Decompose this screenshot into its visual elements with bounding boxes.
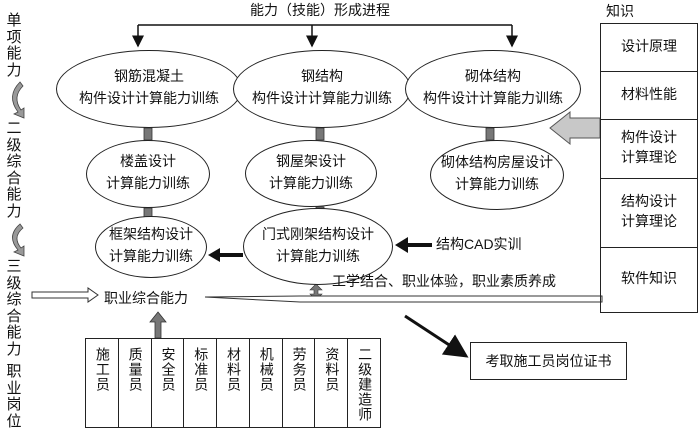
knowledge-item: 软件知识 (621, 271, 677, 288)
career-label: 职业综合能力 (104, 291, 188, 307)
knowledge-arrow (549, 110, 601, 146)
job-cell: 机械员 (250, 339, 283, 427)
certificate-arrow (404, 314, 469, 358)
jobs-table: 施工员 质量员 安全员 标准员 材料员 机械员 劳务员 资料员 二级建造师 (85, 338, 381, 428)
ellipse-frame: 框架结构设计计算能力训练 (95, 216, 207, 278)
job-cell: 二级建造师 (356, 347, 373, 422)
ellipse-rc: 钢筋混凝土构件设计计算能力训练 (56, 50, 242, 128)
curl-arrow-icon (12, 81, 25, 257)
ellipse-masonry: 砌体结构构件设计计算能力训练 (405, 50, 581, 128)
ellipse-steel: 钢结构构件设计计算能力训练 (233, 50, 411, 128)
stage-level2: 二级综合能力 (6, 119, 22, 220)
stage-to-career-arrow (31, 287, 99, 303)
knowledge-label: 知识 (606, 4, 634, 20)
knowledge-item: 构件设计计算理论 (601, 120, 697, 179)
top-branch-arrows (132, 24, 518, 48)
ellipse-floor: 楼盖设计计算能力训练 (86, 140, 210, 208)
knowledge-item: 结构设计计算理论 (601, 179, 697, 248)
job-cell: 标准员 (184, 339, 218, 427)
job-cell: 劳务员 (283, 339, 316, 427)
ellipse-house: 砌体结构房屋设计计算能力训练 (430, 140, 564, 210)
stage-level3: 三级综合能力 (6, 257, 22, 358)
jobs-to-career-arrow (149, 311, 167, 339)
portal-to-frame-arrow (208, 248, 243, 262)
stage-single: 单项能力 (6, 11, 22, 79)
certificate-box: 考取施工员岗位证书 (470, 342, 627, 380)
job-cell: 材料员 (217, 339, 250, 427)
ellipse-roof: 钢屋架设计计算能力训练 (245, 140, 377, 207)
practice-to-career-arrow (204, 295, 603, 303)
job-cell: 施工员 (86, 339, 119, 427)
practice-label: 工学结合、职业体验，职业素质养成 (332, 274, 556, 290)
job-cell: 安全员 (152, 339, 185, 427)
knowledge-item: 设计原理 (601, 24, 697, 72)
stage-job: 职业岗位 (6, 362, 22, 430)
cad-label: 结构CAD实训 (436, 236, 522, 252)
ellipse-portal: 门式刚架结构设计计算能力训练 (243, 208, 393, 285)
diagram-title: 能力（技能）形成进程 (250, 3, 390, 19)
job-cell: 质量员 (119, 339, 152, 427)
job-cell: 资料员 (315, 339, 349, 427)
knowledge-item: 材料性能 (601, 72, 697, 120)
cad-arrow (395, 237, 432, 253)
knowledge-column: 设计原理 材料性能 构件设计计算理论 结构设计计算理论 软件知识 (600, 23, 698, 313)
